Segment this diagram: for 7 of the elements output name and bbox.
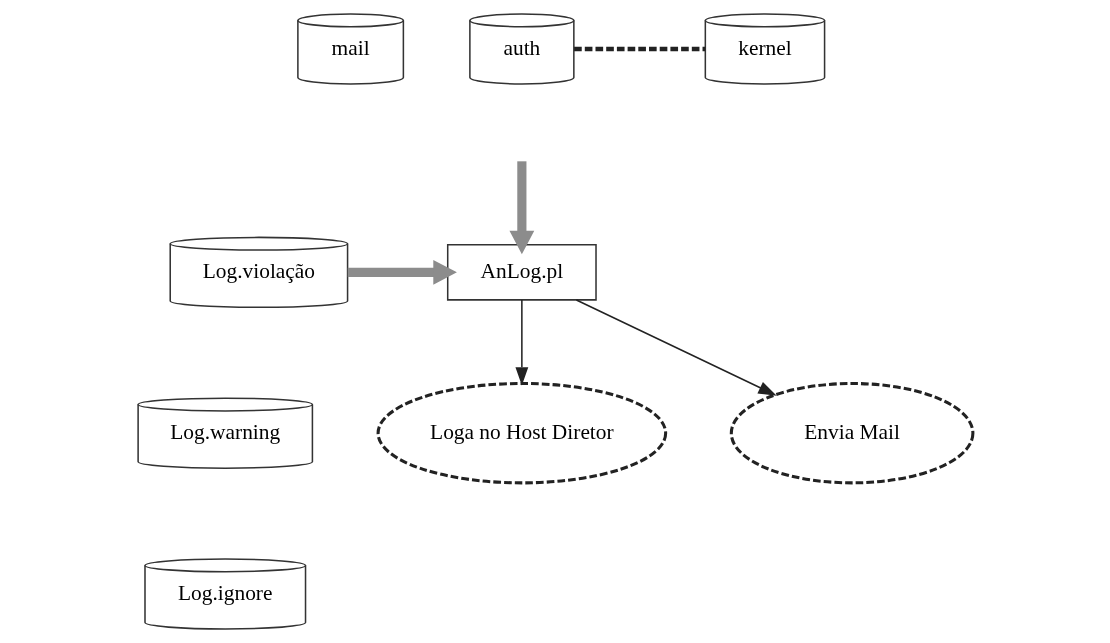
arrow — [347, 259, 457, 285]
connector — [573, 46, 705, 52]
arrow — [508, 161, 534, 255]
node-box: AnLog.pl — [446, 244, 597, 301]
node-ellipse: Loga no Host Diretor — [376, 381, 667, 485]
arrow — [575, 299, 777, 396]
arrow — [514, 299, 528, 386]
